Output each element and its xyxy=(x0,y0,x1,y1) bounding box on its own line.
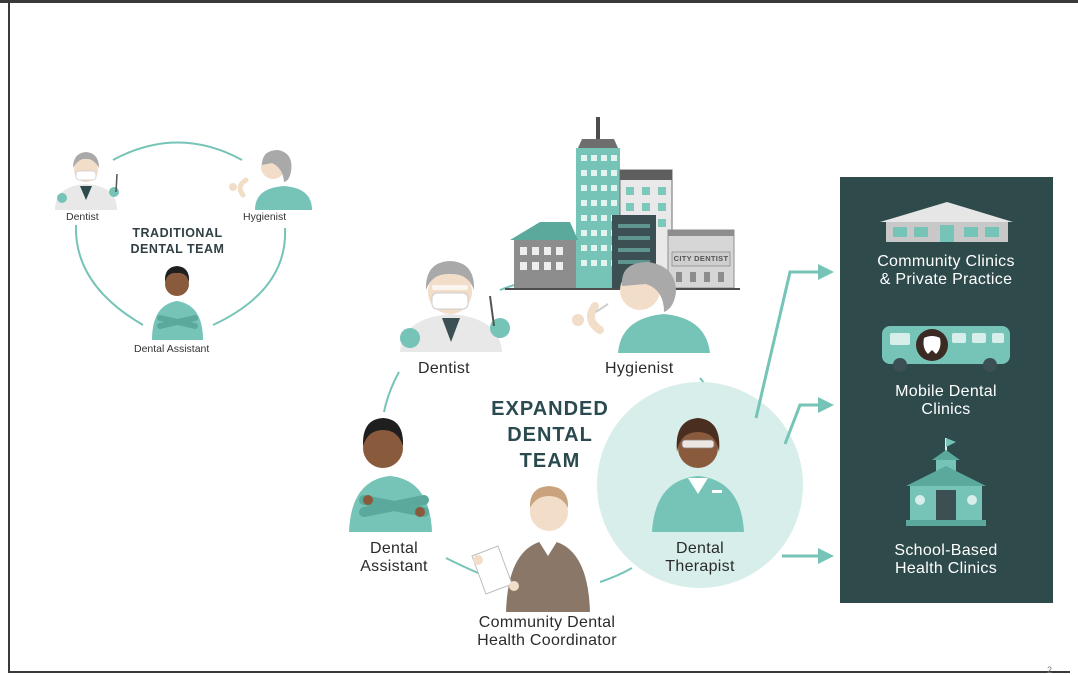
traditional-dentist-icon xyxy=(55,152,119,210)
coordinator-line1: Community Dental xyxy=(478,614,616,631)
mobile-clinics-line2: Clinics xyxy=(921,400,971,418)
expanded-title-line1: EXPANDED xyxy=(491,398,609,420)
community-clinics-line1: Community Clinics xyxy=(877,253,1015,270)
expanded-assistant-label: Dental Assistant xyxy=(346,540,442,576)
traditional-hygienist-label: Hygienist xyxy=(243,211,287,223)
expanded-assistant-icon xyxy=(349,418,432,532)
dental-therapist-line1: Dental xyxy=(675,540,725,557)
expanded-therapist-icon xyxy=(652,418,744,532)
expanded-team-title: EXPANDED DENTAL TEAM xyxy=(482,396,618,474)
traditional-assistant-icon xyxy=(152,266,203,340)
page-number: 2 xyxy=(1046,665,1052,675)
frame-top-border xyxy=(0,0,1078,3)
traditional-team-title: TRADITIONAL DENTAL TEAM xyxy=(120,226,235,257)
community-clinic-icon xyxy=(880,202,1013,242)
frame-left-border xyxy=(8,0,10,672)
arrow-to-community-clinics xyxy=(754,264,834,419)
expanded-assistant-line1: Dental xyxy=(369,540,419,557)
expanded-assistant-line2: Assistant xyxy=(360,557,428,575)
arrow-to-mobile-clinics xyxy=(783,397,834,445)
care-settings-panel xyxy=(840,177,1053,603)
expanded-dentist-icon xyxy=(400,261,510,352)
school-building-icon xyxy=(906,438,986,526)
school-clinics-line1: School-Based xyxy=(894,542,998,559)
mobile-clinics-line1: Mobile Dental xyxy=(895,383,997,400)
traditional-title-line2: DENTAL TEAM xyxy=(130,241,225,256)
traditional-title-line1: TRADITIONAL xyxy=(132,226,223,240)
traditional-hygienist-icon xyxy=(229,150,312,210)
expanded-hygienist-label: Hygienist xyxy=(605,360,674,377)
city-dentist-sign: CITY DENTIST xyxy=(673,254,729,263)
traditional-assistant-label: Dental Assistant xyxy=(134,343,210,355)
school-clinics-label: School-Based Health Clinics xyxy=(848,542,1044,578)
expanded-dentist-label: Dentist xyxy=(418,360,470,377)
arrow-to-school-clinics xyxy=(782,548,834,564)
mobile-clinics-label: Mobile Dental Clinics xyxy=(848,383,1044,419)
mobile-clinic-bus-icon xyxy=(882,326,1010,372)
expanded-coordinator-icon xyxy=(471,486,590,612)
coordinator-line2: Health Coordinator xyxy=(477,631,617,649)
expanded-title-line3: TEAM xyxy=(519,450,581,472)
community-clinics-line2: & Private Practice xyxy=(879,270,1013,288)
community-clinics-label: Community Clinics & Private Practice xyxy=(848,253,1044,289)
dental-therapist-line2: Therapist xyxy=(665,557,735,575)
coordinator-label: Community Dental Health Coordinator xyxy=(455,614,639,650)
expanded-title-line2: DENTAL xyxy=(507,424,593,446)
traditional-team-circle xyxy=(74,141,287,326)
dental-therapist-label: Dental Therapist xyxy=(652,540,748,576)
expanded-hygienist-icon xyxy=(572,262,710,353)
traditional-dentist-label: Dentist xyxy=(66,211,99,223)
school-clinics-line2: Health Clinics xyxy=(894,559,997,577)
frame-bottom-border xyxy=(8,671,1070,673)
